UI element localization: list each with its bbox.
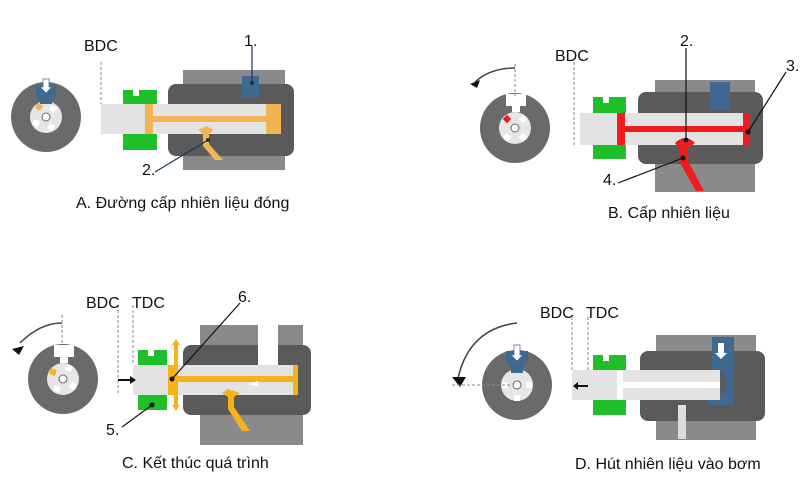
rotation-arrow [19, 322, 63, 344]
rotation-arrow [456, 322, 518, 384]
panel-c: BDC TDC 6. 5. C. Kết thúc quá trình [0, 245, 400, 490]
panel-a: BDC 1. 2. A. Đường cấp nhiên liệu đóng [0, 0, 400, 245]
panel-a-diagram [11, 46, 294, 173]
caption-c: C. Kết thúc quá trình [122, 455, 269, 472]
cam-disc [482, 344, 552, 420]
callout-1: 1. [244, 33, 258, 50]
cam-disc [28, 344, 98, 414]
caption-d: D. Hút nhiên liệu vào bơm [575, 456, 761, 473]
callout-2-leader [154, 139, 209, 173]
caption-b: B. Cấp nhiên liệu [608, 205, 730, 222]
rotation-arrow [474, 67, 516, 83]
panel-b-diagram [470, 48, 787, 192]
bdc-label: BDC [540, 305, 574, 322]
fuel-passage [145, 104, 281, 160]
callout-3: 3. [786, 58, 800, 75]
tdc-label: TDC [586, 305, 619, 322]
tdc-label: TDC [132, 295, 165, 312]
callout-2: 2. [680, 33, 694, 50]
panel-d: BDC TDC D. Hút nhiên liệu vào bơm [400, 245, 800, 490]
callout-6: 6. [238, 289, 252, 306]
bdc-label: BDC [84, 38, 118, 55]
fuel-passage [617, 370, 720, 400]
callout-2: 2. [142, 162, 156, 179]
caption-a: A. Đường cấp nhiên liệu đóng [76, 195, 290, 212]
panel-c-diagram [12, 302, 311, 445]
callout-4: 4. [603, 172, 617, 189]
panel-d-diagram [452, 317, 765, 440]
bdc-label: BDC [86, 295, 120, 312]
cam-disc [480, 93, 550, 163]
fuel-passage [617, 113, 750, 191]
bdc-label: BDC [555, 48, 589, 65]
cam-disc [11, 78, 81, 152]
panel-b: BDC 2. 3. 4. B. Cấp nhiên liệu [400, 0, 800, 245]
callout-5: 5. [106, 422, 120, 439]
